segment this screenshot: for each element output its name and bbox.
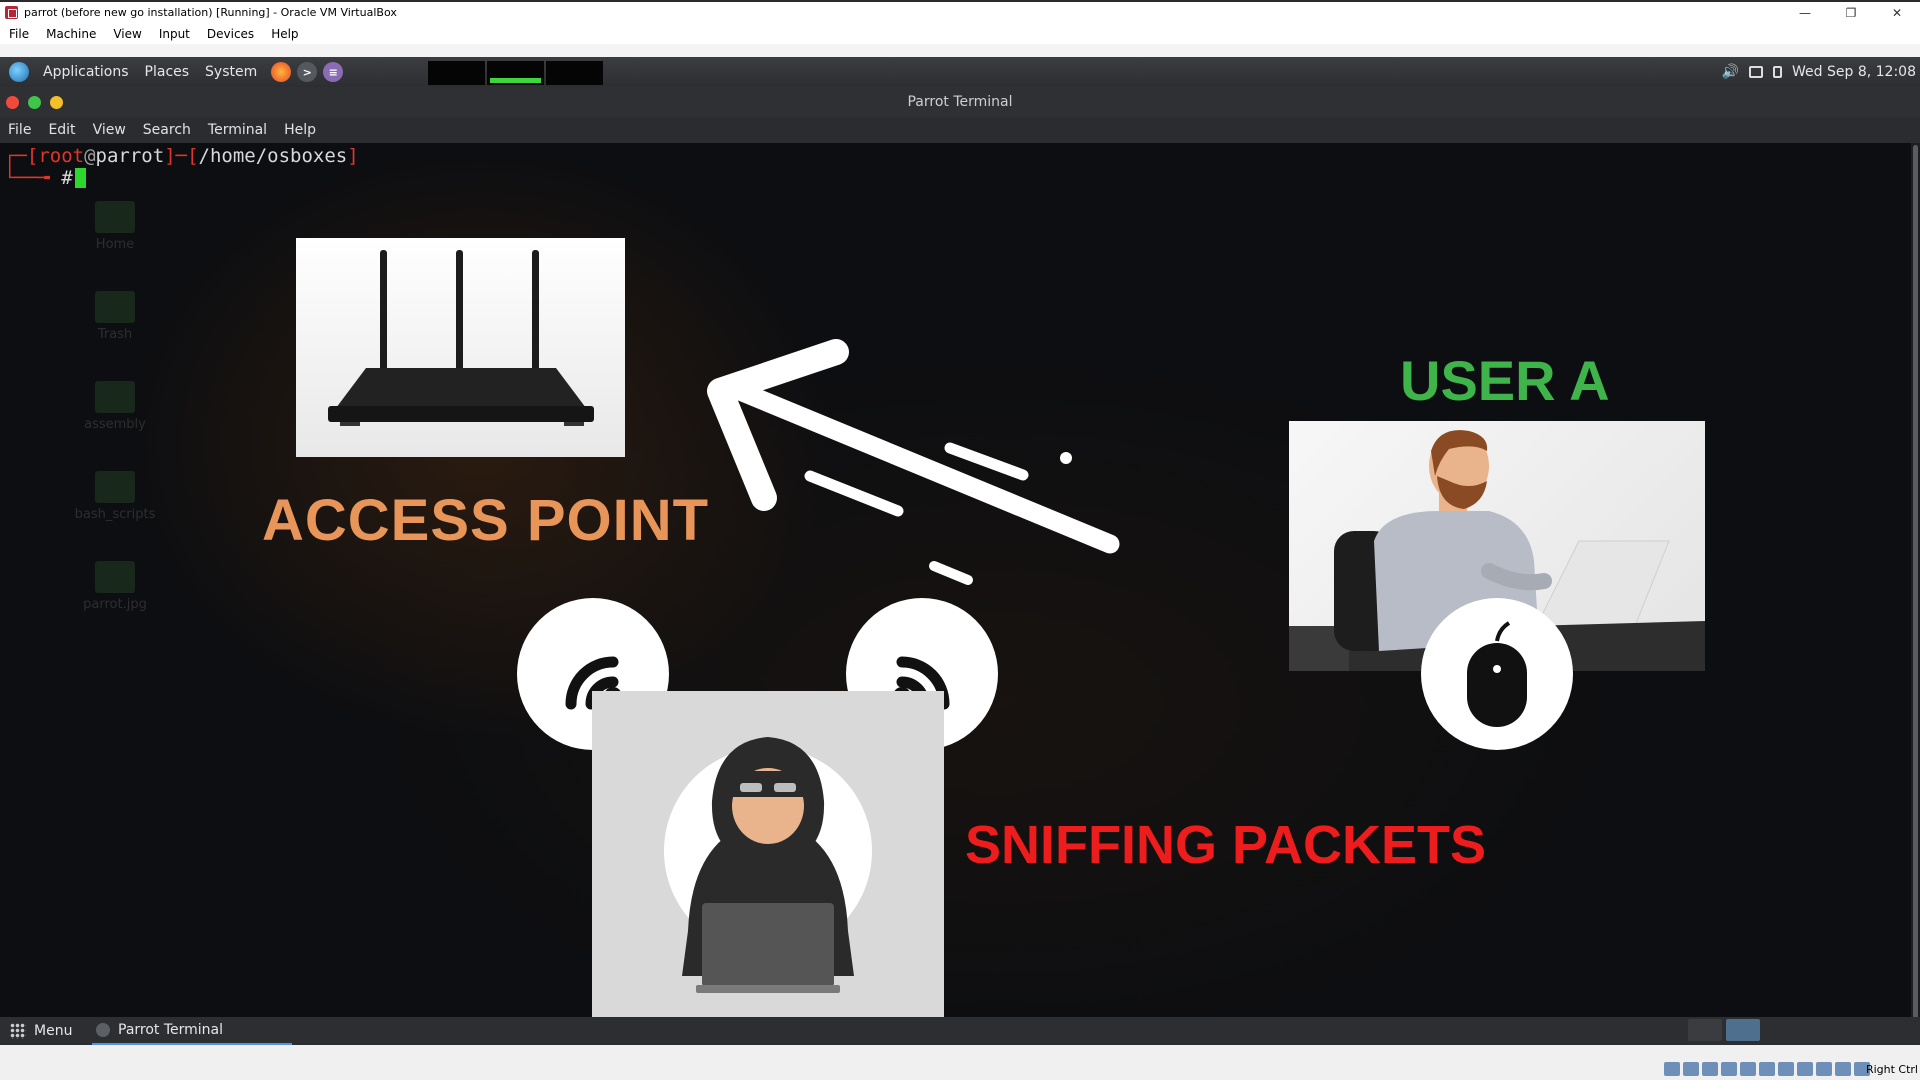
vbox-menubar: File Machine View Input Devices Help (0, 23, 1920, 44)
vbox-menu-machine[interactable]: Machine (46, 26, 97, 41)
volume-icon[interactable]: 🔊 (1721, 64, 1740, 80)
virtualbox-app-icon (5, 6, 18, 19)
router-icon (328, 250, 594, 426)
terminal-menubar: File Edit View Search Terminal Help (0, 117, 1920, 143)
applications-menu[interactable]: Applications (43, 64, 129, 80)
display-icon[interactable] (1749, 66, 1764, 78)
prompt-user: root (38, 145, 85, 167)
term-menu-file[interactable]: File (8, 122, 32, 138)
places-menu[interactable]: Places (144, 64, 190, 80)
usb-icon[interactable] (1740, 1062, 1756, 1076)
vbox-statusbar: Right Ctrl (0, 1045, 1920, 1080)
mouse-icon (1467, 621, 1527, 727)
close-window-icon[interactable] (6, 96, 19, 109)
prompt-host: parrot (95, 145, 165, 167)
window-controls: — ❐ ✕ (1782, 2, 1920, 23)
terminal-window-buttons (6, 96, 63, 109)
optical-drive-icon[interactable] (1683, 1062, 1699, 1076)
display-status-icon[interactable] (1778, 1062, 1794, 1076)
desktop-icon-bash-scripts[interactable]: bash_scripts (55, 471, 175, 561)
guest-screen[interactable]: Applications Places System > ≡ 🔊 Wed Sep… (0, 57, 1920, 1045)
terminal-task-icon (96, 1023, 110, 1037)
terminal-titlebar: Parrot Terminal (0, 87, 1920, 117)
desktop-icon-assembly[interactable]: assembly (55, 381, 175, 471)
mouse-integration-icon[interactable] (1835, 1062, 1851, 1076)
desktop-icon-parrot-jpg[interactable]: parrot.jpg (55, 561, 175, 651)
parrot-logo-icon[interactable] (9, 62, 29, 82)
restore-button[interactable]: ❐ (1845, 5, 1857, 20)
vbox-separator (0, 44, 1920, 57)
term-menu-terminal[interactable]: Terminal (207, 122, 268, 138)
workspace-1[interactable] (428, 61, 485, 85)
workspace-3[interactable] (546, 61, 603, 85)
network-icon[interactable] (1721, 1062, 1737, 1076)
window-title: parrot (before new go installation) [Run… (24, 6, 397, 19)
folder-icon (95, 381, 135, 413)
firefox-icon[interactable] (271, 62, 292, 82)
folder-icon (95, 201, 135, 233)
vbox-menu-view[interactable]: View (113, 26, 142, 41)
vbox-status-icons (1664, 1062, 1870, 1076)
system-tray: 🔊 Wed Sep 8, 12:08 (1722, 57, 1916, 87)
active-applet-icon[interactable] (1726, 1019, 1760, 1041)
hacker-image (592, 691, 944, 1043)
battery-icon[interactable] (1773, 66, 1783, 78)
terminal-icon[interactable]: > (297, 62, 318, 82)
guest-top-panel: Applications Places System > ≡ 🔊 Wed Sep… (0, 57, 1920, 87)
terminal-scrollbar[interactable] (1911, 143, 1920, 1045)
hard-disk-icon[interactable] (1664, 1062, 1680, 1076)
term-menu-edit[interactable]: Edit (48, 122, 76, 138)
mouse-circle (1421, 598, 1573, 750)
arrow-icon (707, 339, 1120, 585)
close-button[interactable]: ✕ (1891, 5, 1903, 20)
vbox-titlebar: parrot (before new go installation) [Run… (0, 0, 1920, 23)
term-menu-help[interactable]: Help (284, 122, 316, 138)
vbox-menu-help[interactable]: Help (271, 26, 299, 41)
image-file-icon (95, 561, 135, 593)
desktop-icons: Home Trash assembly bash_scripts parrot.… (55, 201, 175, 651)
guest-bottom-panel: Menu Parrot Terminal (0, 1017, 1920, 1045)
host-key-label: Right Ctrl (1865, 1063, 1918, 1076)
vbox-menu-devices[interactable]: Devices (206, 26, 255, 41)
term-menu-view[interactable]: View (92, 122, 126, 138)
workspace-switcher (428, 61, 603, 85)
desktop-icon-home[interactable]: Home (55, 201, 175, 291)
hacker-icon (664, 737, 872, 993)
text-editor-icon[interactable]: ≡ (323, 62, 344, 82)
user-a-label: USER A (1400, 349, 1610, 412)
cpu-icon[interactable] (1816, 1062, 1832, 1076)
show-desktop-icon[interactable] (1688, 1019, 1722, 1041)
workspace-2[interactable] (487, 61, 544, 85)
terminal-title: Parrot Terminal (907, 94, 1013, 110)
clock[interactable]: Wed Sep 8, 12:08 (1792, 64, 1916, 80)
recording-icon[interactable] (1797, 1062, 1813, 1076)
terminal-prompt: ┌─[root@parrot]─[/home/osboxes] └──╼ # (4, 145, 359, 189)
shared-folder-icon[interactable] (1759, 1062, 1775, 1076)
maximize-window-icon[interactable] (28, 96, 41, 109)
term-menu-search[interactable]: Search (142, 122, 191, 138)
router-image (296, 238, 625, 457)
menu-button[interactable]: Menu (34, 1023, 73, 1039)
prompt-path: /home/osboxes (198, 145, 348, 167)
desktop-icon-trash[interactable]: Trash (55, 291, 175, 381)
user-at-desk-image (1289, 421, 1705, 671)
prompt-symbol: # (61, 167, 73, 189)
access-point-label: ACCESS POINT (262, 488, 710, 553)
terminal-body[interactable]: Home Trash assembly bash_scripts parrot.… (0, 143, 1920, 1045)
terminal-cursor (74, 168, 86, 188)
system-menu[interactable]: System (205, 64, 258, 80)
vbox-menu-file[interactable]: File (9, 26, 30, 41)
menu-grid-icon[interactable] (10, 1023, 26, 1039)
minimize-window-icon[interactable] (50, 96, 63, 109)
sniffing-packets-label: SNIFFING PACKETS (965, 815, 1487, 875)
taskbar-terminal-label: Parrot Terminal (118, 1022, 224, 1038)
vbox-menu-input[interactable]: Input (158, 26, 190, 41)
audio-icon[interactable] (1702, 1062, 1718, 1076)
taskbar-terminal-button[interactable]: Parrot Terminal (92, 1017, 292, 1045)
minimize-button[interactable]: — (1799, 5, 1811, 20)
trash-icon (95, 291, 135, 323)
bottom-panel-applets (1688, 1019, 1760, 1041)
folder-icon (95, 471, 135, 503)
keyboard-icon[interactable] (1854, 1062, 1870, 1076)
